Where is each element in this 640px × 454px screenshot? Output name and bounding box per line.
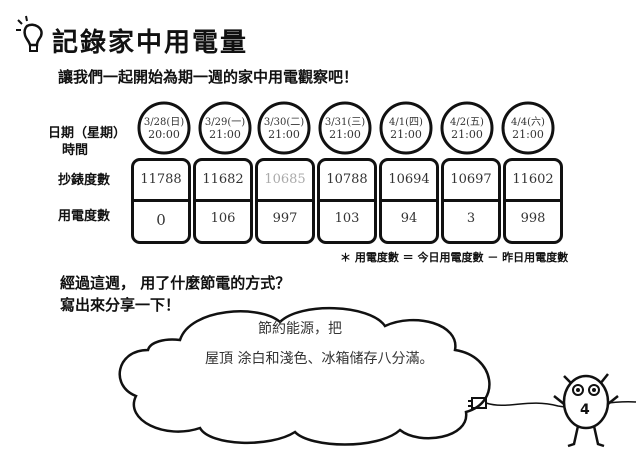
usage-value: 3: [466, 211, 476, 226]
date-circle-1: 3/28(日) 20:00: [136, 100, 192, 156]
date-text: 3/29(一): [204, 117, 246, 128]
meter-value: 11682: [202, 172, 244, 187]
meter-value: 10685: [264, 172, 306, 187]
time-text: 21:00: [390, 128, 422, 141]
answer-line-2: 屋頂 涂白和淺色、冰箱储存八分滿。: [205, 351, 434, 367]
formula-note: ＊ 用電度數 ＝ 今日用電度數 － 昨日用電度數: [340, 251, 569, 264]
usage-value: 998: [520, 211, 546, 226]
meter-label: 抄錶度數: [58, 173, 111, 188]
usage-label: 用電度數: [58, 209, 111, 224]
date-circle-4: 3/31(三) 21:00: [317, 100, 373, 156]
mascot-number: 4: [580, 402, 590, 418]
time-text: 20:00: [148, 128, 180, 141]
time-text: 21:00: [209, 128, 241, 141]
value-box-1: 11788 0: [131, 158, 191, 244]
date-text: 3/30(二): [263, 117, 305, 128]
value-box-6: 10697 3: [441, 158, 501, 244]
date-label: 日期（星期） 時間: [48, 125, 126, 159]
meter-value: 10694: [388, 172, 430, 187]
meter-value: 11602: [512, 172, 554, 187]
usage-value: 0: [156, 211, 166, 229]
value-box-3: 10685 997: [255, 158, 315, 244]
date-label-line2: 時間: [62, 143, 89, 158]
meter-value: 10697: [450, 172, 492, 187]
date-circle-3: 3/30(二) 21:00: [256, 100, 312, 156]
value-box-5: 10694 94: [379, 158, 439, 244]
meter-value: 11788: [140, 172, 182, 187]
usage-value: 997: [272, 211, 298, 226]
value-box-2: 11682 106: [193, 158, 253, 244]
question-line-2: 寫出來分享一下！: [60, 296, 181, 314]
page-title: 記錄家中用電量: [52, 28, 249, 58]
time-text: 21:00: [512, 128, 544, 141]
date-text: 3/28(日): [143, 117, 185, 128]
answer-line-1: 節約能源，把: [258, 321, 342, 337]
date-text: 3/31(三): [324, 117, 366, 128]
question-line-1: 經過這週， 用了什麼節電的方式？: [60, 274, 291, 292]
time-text: 21:00: [451, 128, 483, 141]
usage-value: 106: [210, 211, 236, 226]
intro-text: 讓我們一起開始為期一週的家中用電觀察吧！: [58, 68, 359, 86]
lightbulb-icon: [14, 14, 48, 54]
value-box-4: 10788 103: [317, 158, 377, 244]
date-circle-2: 3/29(一) 21:00: [197, 100, 253, 156]
time-text: 21:00: [268, 128, 300, 141]
date-circle-6: 4/2(五) 21:00: [439, 100, 495, 156]
mascot-illustration: [552, 364, 622, 450]
time-text: 21:00: [329, 128, 361, 141]
date-circle-5: 4/1(四) 21:00: [378, 100, 434, 156]
answer-cloud: [110, 300, 510, 450]
usage-value: 94: [400, 211, 418, 226]
date-text: 4/4(六): [511, 117, 545, 128]
date-text: 4/2(五): [450, 117, 484, 128]
value-box-7: 11602 998: [503, 158, 563, 244]
usage-value: 103: [334, 211, 360, 226]
date-label-line1: 日期（星期）: [48, 126, 127, 141]
date-circle-7: 4/4(六) 21:00: [500, 100, 556, 156]
meter-value: 10788: [326, 172, 368, 187]
date-text: 4/1(四): [389, 117, 423, 128]
